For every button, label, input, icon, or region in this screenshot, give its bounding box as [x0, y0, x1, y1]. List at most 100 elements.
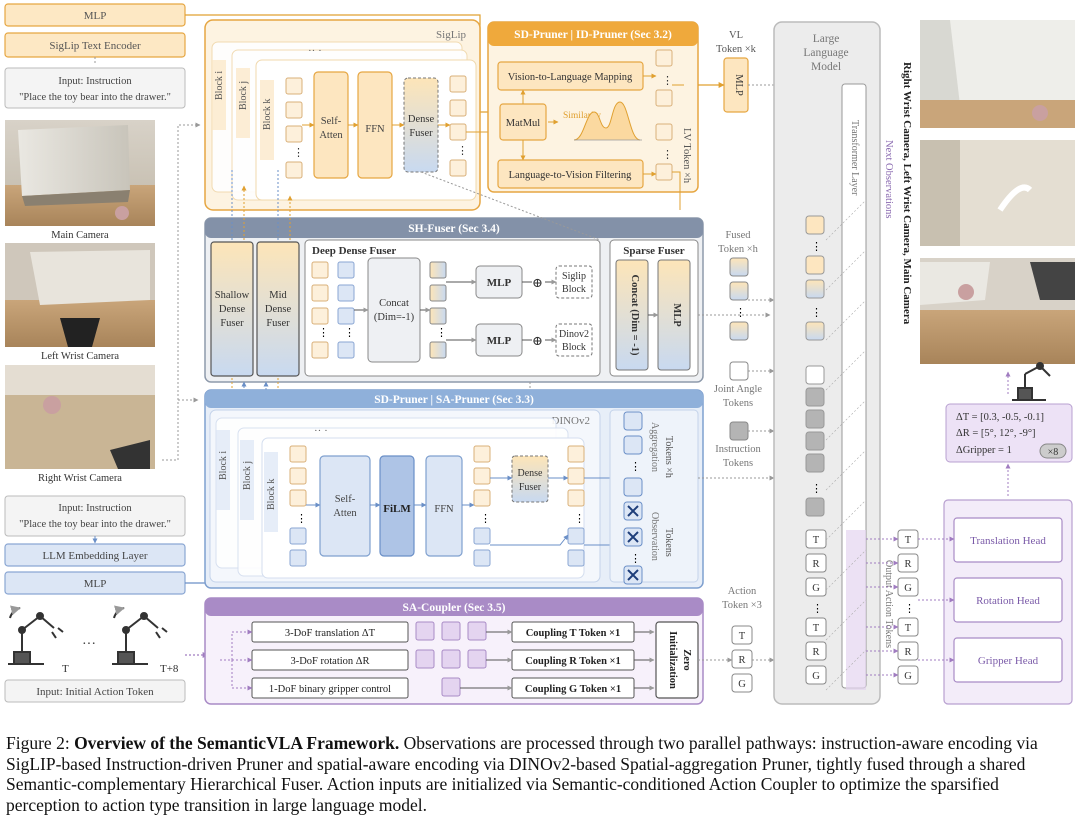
sd-pruner-id-module: SD-Pruner | ID-Pruner (Sec 3.2) Vision-t…	[487, 21, 699, 210]
svg-text:⋮: ⋮	[436, 327, 447, 339]
svg-text:Tokens: Tokens	[723, 398, 753, 409]
svg-text:FFN: FFN	[434, 504, 454, 515]
svg-text:⋮: ⋮	[344, 327, 355, 339]
sd-pruner-id-title: SD-Pruner | ID-Pruner (Sec 3.2)	[514, 29, 672, 41]
svg-text:R: R	[904, 647, 911, 658]
svg-text:Token ×k: Token ×k	[716, 44, 757, 55]
svg-text:Token ×3: Token ×3	[722, 600, 762, 611]
svg-text:T: T	[813, 623, 820, 634]
left-wrist-camera-label: Left Wrist Camera	[41, 351, 119, 362]
svg-text:Deep Dense Fuser: Deep Dense Fuser	[312, 245, 396, 257]
svg-text:T: T	[739, 631, 746, 642]
svg-text:Block: Block	[562, 284, 586, 295]
siglip-title: SigLip	[436, 29, 466, 41]
input-initial-action-token-label: Input: Initial Action Token	[36, 686, 154, 698]
observation-tokens-label-2: Tokens	[663, 528, 674, 557]
svg-text:·· ·: ·· ·	[314, 425, 328, 437]
next-right-wrist-image	[920, 20, 1075, 128]
svg-text:⋮: ⋮	[574, 513, 585, 525]
svg-text:ΔR = [5°, 12°, -9°]: ΔR = [5°, 12°, -9°]	[956, 428, 1036, 439]
svg-text:⋮: ⋮	[630, 461, 641, 473]
instruction-token	[729, 421, 749, 441]
svg-text:⊕: ⊕	[532, 333, 543, 348]
svg-text:MLP: MLP	[671, 303, 682, 327]
main-camera-image	[5, 120, 155, 226]
svg-text:R: R	[812, 647, 819, 658]
svg-text:Fuser: Fuser	[220, 318, 244, 329]
camera-labels-vertical: Right Wrist Camera, Left Wrist Camera, M…	[901, 62, 913, 325]
svg-text:R: R	[738, 655, 745, 666]
mlp-top-label: MLP	[84, 10, 107, 22]
dino-dense-fuser	[511, 455, 549, 503]
svg-text:ΔT = [0.3, -0.5, -0.1]: ΔT = [0.3, -0.5, -0.1]	[956, 412, 1044, 423]
svg-text:Joint Angle: Joint Angle	[714, 384, 762, 395]
svg-text:G: G	[904, 671, 912, 682]
sa-coupler-title: SA-Coupler (Sec 3.5)	[403, 602, 506, 614]
next-main-camera-image	[920, 258, 1075, 364]
similarity-label: Similarity	[563, 111, 601, 121]
input-instruction-title: Input: Instruction	[58, 76, 132, 87]
translation-head-label: Translation Head	[970, 535, 1046, 547]
svg-text:Language: Language	[803, 47, 848, 59]
sh-fuser-module: SH-Fuser (Sec 3.4) Shallow Dense Fuser M…	[204, 217, 704, 383]
svg-text:⋮: ⋮	[296, 513, 307, 525]
svg-text:Atten: Atten	[333, 508, 357, 519]
svg-text:⋮: ⋮	[480, 513, 491, 525]
svg-text:Tokens: Tokens	[723, 458, 753, 469]
svg-text:3-DoF rotation ΔR: 3-DoF rotation ΔR	[290, 656, 369, 667]
left-column: MLP SigLip Text Encoder Input: Instructi…	[4, 3, 186, 703]
svg-text:Token ×h: Token ×h	[718, 244, 759, 255]
siglip-text-encoder-label: SigLip Text Encoder	[49, 40, 141, 52]
input-instruction-box-2	[4, 495, 186, 537]
observation-tokens-label: Observation	[649, 512, 660, 561]
sd-pruner-sa-title: SD-Pruner | SA-Pruner (Sec 3.3)	[374, 394, 534, 406]
input-instruction-title-2: Input: Instruction	[58, 503, 132, 514]
svg-text:Concat: Concat	[379, 298, 409, 309]
aggregation-tokens-label-2: Tokens ×h	[663, 436, 674, 478]
svg-text:Fuser: Fuser	[266, 318, 290, 329]
robot-arm-icon-t	[8, 605, 64, 665]
svg-text:⋮: ⋮	[811, 483, 822, 495]
svg-text:⊕: ⊕	[532, 275, 543, 290]
robot-t-label: T	[62, 663, 69, 675]
svg-text:Fuser: Fuser	[409, 128, 433, 139]
svg-text:MLP: MLP	[487, 335, 512, 347]
vl-token-module: VL Token ×k MLP	[698, 30, 803, 231]
svg-text:⋮: ⋮	[811, 307, 822, 319]
svg-text:Block i: Block i	[218, 451, 229, 480]
svg-text:R: R	[812, 559, 819, 570]
siglip-module: SigLip Block i Block j Block k ·· · ⋮ Se…	[204, 19, 501, 211]
svg-text:⋮: ⋮	[904, 603, 915, 615]
svg-text:Large: Large	[813, 33, 840, 45]
concat-box	[367, 257, 421, 363]
svg-text:R: R	[904, 559, 911, 570]
input-instruction-text-2: "Place the toy bear into the drawer."	[19, 519, 171, 530]
siglip-dense-fuser	[403, 77, 439, 173]
svg-text:Transformer Layer: Transformer Layer	[849, 120, 860, 196]
next-left-wrist-image	[920, 140, 1075, 246]
svg-text:Dense: Dense	[219, 304, 246, 315]
svg-text:T: T	[905, 623, 912, 634]
svg-text:MLP: MLP	[487, 277, 512, 289]
svg-text:Fuser: Fuser	[519, 482, 542, 493]
svg-text:3-DoF translation ΔT: 3-DoF translation ΔT	[285, 628, 376, 639]
svg-text:G: G	[812, 671, 820, 682]
svg-text:FFN: FFN	[365, 124, 385, 135]
svg-text:Mid: Mid	[269, 290, 287, 301]
svg-text:·· ·: ·· ·	[308, 45, 322, 57]
rotation-head-label: Rotation Head	[976, 595, 1040, 607]
output-action-tokens-label: Output Action Tokens	[883, 560, 894, 648]
output-robot-icon	[1012, 362, 1051, 401]
sh-fuser-title: SH-Fuser (Sec 3.4)	[408, 223, 500, 235]
svg-text:Block: Block	[562, 342, 586, 353]
observation-token-masked	[623, 501, 643, 585]
svg-text:Fused: Fused	[725, 230, 751, 241]
svg-text:⋮: ⋮	[812, 603, 823, 615]
robot-ellipsis: ···	[82, 637, 96, 652]
svg-text:Shallow: Shallow	[215, 290, 250, 301]
framework-diagram: MLP SigLip Text Encoder Input: Instructi…	[4, 3, 1075, 705]
svg-text:⋮: ⋮	[630, 553, 641, 565]
svg-text:Language-to-Vision Filtering: Language-to-Vision Filtering	[509, 170, 632, 181]
svg-text:Coupling T Token ×1: Coupling T Token ×1	[526, 628, 621, 639]
shallow-dense-fuser	[210, 241, 254, 377]
